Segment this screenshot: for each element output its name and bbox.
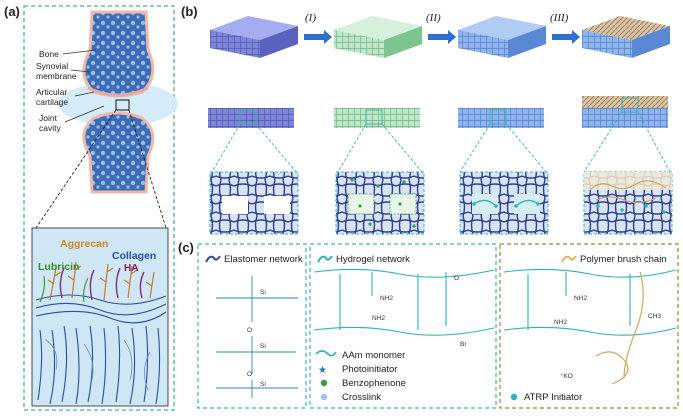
- chem-ch3: CH3: [648, 313, 661, 320]
- label-synovial: Synovial: [36, 61, 68, 71]
- brush-structure: [503, 268, 677, 336]
- label-lubricin: Lubricin: [38, 261, 79, 273]
- section-stage-0: [208, 108, 294, 128]
- arrow-step-1: [304, 30, 332, 44]
- joint-leader-lines: [62, 49, 105, 123]
- section-stage-1: [334, 108, 420, 128]
- section-stage-3: [582, 96, 668, 128]
- label-joint: Joint: [39, 113, 58, 123]
- cube-stage-2: [458, 16, 546, 58]
- legend-aam: AAm monomer: [342, 350, 405, 361]
- photoinitiator-star-icon: ★: [318, 365, 327, 376]
- zoom-line-right: [128, 109, 167, 229]
- benzophenone-dot-icon: [320, 379, 328, 387]
- panel-c-label: (c): [178, 240, 194, 255]
- chem-br: Br: [460, 341, 467, 348]
- label-ha: HA: [124, 263, 138, 274]
- label-aggrecan: Aggrecan: [60, 238, 108, 250]
- panel-b-label: (b): [181, 4, 198, 19]
- upper-cartilage-layer: [87, 86, 149, 97]
- collagen-fibers: [35, 294, 167, 405]
- arrow-step-3: [552, 30, 580, 44]
- polymer-brush-icon: [561, 255, 577, 263]
- ha-strands: [39, 275, 89, 303]
- label-cartilage: cartilage: [36, 97, 68, 107]
- panel-a-label: (a): [4, 4, 20, 19]
- chem-si-2: Si: [260, 343, 266, 350]
- label-cavity: cavity: [39, 123, 61, 133]
- crosslink-dot-icon: [320, 393, 328, 401]
- brush-box: [499, 243, 679, 409]
- joint-illustration: [58, 10, 178, 194]
- chem-si-3: Si: [260, 381, 266, 388]
- atrp-initiator-dot-icon: [510, 393, 518, 401]
- zoom-network-stage-2: [459, 171, 549, 235]
- step-label-1: (I): [305, 12, 316, 24]
- cube-stage-0: [210, 16, 298, 58]
- step-label-3: (III): [550, 12, 569, 24]
- zoom-network-stage-3: [583, 171, 673, 235]
- chem-o-2: O: [247, 371, 252, 378]
- elastomer-network-icon: [205, 255, 221, 263]
- chem-ko: ⁺KO: [560, 373, 573, 380]
- zoom-network-stage-0: [209, 171, 299, 235]
- chem-nh2-3: NH2: [574, 295, 587, 302]
- chem-o-1: O: [247, 327, 252, 334]
- chem-o-3: O: [454, 275, 459, 282]
- hydrogel-box: [309, 243, 497, 409]
- elastomer-structure: [216, 276, 298, 398]
- aam-monomer-icon: [315, 350, 337, 357]
- section-stage-2: [458, 108, 544, 128]
- zoom-network-stage-1: [335, 171, 425, 235]
- chem-nh2-2: NH2: [372, 315, 385, 322]
- legend-crosslink: Crosslink: [342, 392, 381, 403]
- panel-a-border: [23, 5, 175, 411]
- cube-stage-1: [334, 16, 422, 58]
- section-zoom-lines: [211, 111, 671, 173]
- label-bone: Bone: [39, 49, 59, 59]
- cartilage-zoom-box: [31, 227, 169, 407]
- hydrogel-network-title: Hydrogel network: [336, 254, 410, 265]
- step-label-2: (II): [426, 12, 441, 24]
- label-collagen: Collagen: [112, 250, 156, 262]
- hydrogel-structure: [313, 268, 495, 336]
- chem-nh2-4: NH2: [554, 319, 567, 326]
- legend-atrp: ATRP Initiator: [524, 392, 582, 403]
- legend-photoinitiator: Photoinitiator: [342, 364, 397, 375]
- hydrogel-network-icon: [317, 255, 333, 263]
- zoom-box: [115, 99, 130, 111]
- cartilage-zoom: [31, 227, 169, 407]
- cube-stage-3: [582, 16, 670, 58]
- label-articular: Articular: [36, 87, 67, 97]
- elastomer-box: [197, 243, 307, 409]
- chem-nh2-1: NH2: [380, 295, 393, 302]
- elastomer-network-title: Elastomer network: [224, 254, 303, 265]
- chem-si-1: Si: [260, 289, 266, 296]
- lubricin-strands: [59, 267, 145, 301]
- zoom-line-left: [35, 109, 117, 229]
- aggrecan-strands: [47, 261, 155, 301]
- brush-chain: [595, 271, 644, 385]
- process-arrows: [304, 30, 580, 44]
- lower-bone: [82, 111, 155, 194]
- upper-bone: [82, 10, 155, 98]
- legend-benzophenone: Benzophenone: [342, 378, 406, 389]
- polymer-brush-title: Polymer brush chain: [580, 254, 667, 265]
- label-membrane: membrane: [36, 71, 77, 81]
- arrow-step-2: [428, 30, 456, 44]
